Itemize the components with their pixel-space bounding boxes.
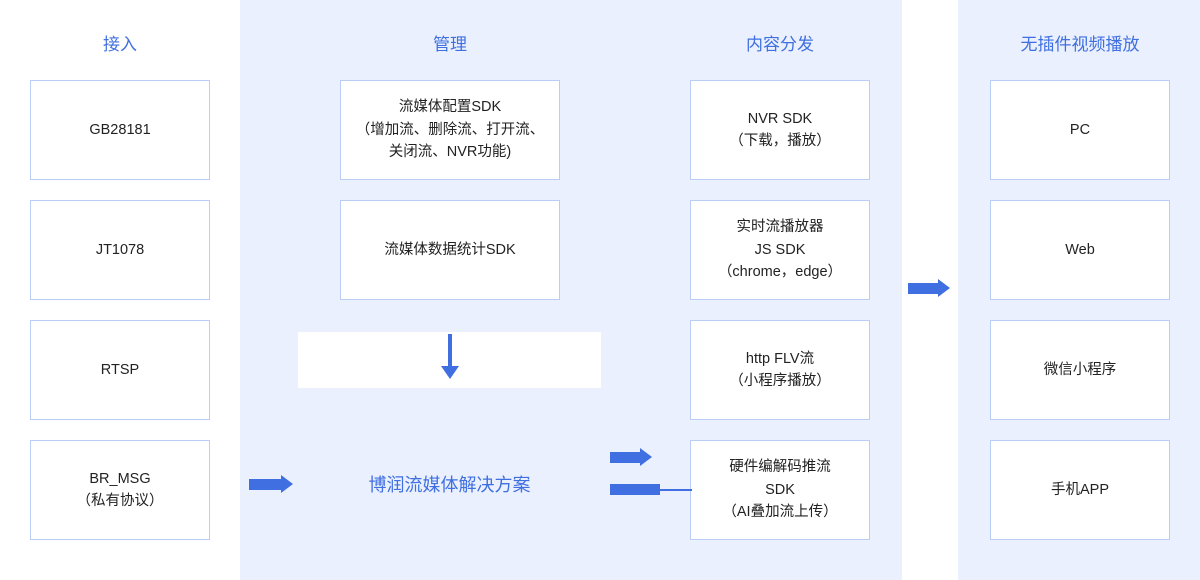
node-line: 硬件编解码推流 [729, 459, 831, 476]
node-content-http-flv[interactable]: http FLV流 （小程序播放） [690, 320, 870, 420]
solution-block[interactable]: 博润流媒体解决方案 [298, 388, 601, 580]
node-line: NVR SDK [747, 110, 813, 127]
node-play-wechat-miniprogram[interactable]: 微信小程序 [990, 320, 1170, 420]
column-title-play: 无插件视频播放 [1020, 35, 1140, 54]
node-line: PC [1069, 121, 1091, 138]
node-line: BR_MSG [89, 470, 151, 487]
node-line: （AI叠加流上传） [722, 504, 838, 521]
node-line: JS SDK [754, 241, 806, 258]
node-line: RTSP [100, 361, 140, 378]
band-access [240, 0, 298, 580]
node-line: http FLV流 [745, 350, 815, 367]
node-play-pc[interactable]: PC [990, 80, 1170, 180]
node-line: SDK [765, 481, 795, 498]
column-title-manage: 管理 [433, 35, 467, 54]
node-play-web[interactable]: Web [990, 200, 1170, 300]
node-content-js-sdk[interactable]: 实时流播放器 JS SDK （chrome，edge） [690, 200, 870, 300]
node-line: （chrome，edge） [717, 264, 843, 281]
node-content-hw-codec-sdk[interactable]: 硬件编解码推流 SDK （AI叠加流上传） [690, 440, 870, 540]
node-line: JT1078 [95, 241, 145, 258]
node-line: （增加流、删除流、打开流、 [355, 121, 545, 138]
node-line: Web [1065, 241, 1095, 258]
node-play-mobile-app[interactable]: 手机APP [990, 440, 1170, 540]
column-title-content: 内容分发 [746, 35, 814, 54]
node-line: （下载，播放） [729, 133, 831, 149]
node-access-jt1078[interactable]: JT1078 [30, 200, 210, 300]
node-access-gb28181[interactable]: GB28181 [30, 80, 210, 180]
node-line: 实时流播放器 [736, 219, 824, 236]
node-line: 流媒体配置SDK [398, 99, 502, 116]
node-access-br-msg[interactable]: BR_MSG （私有协议） [30, 440, 210, 540]
node-line: （小程序播放） [729, 373, 831, 389]
node-access-rtsp[interactable]: RTSP [30, 320, 210, 420]
node-line: 手机APP [1050, 481, 1109, 498]
node-line: 流媒体数据统计SDK [384, 241, 516, 258]
node-line: （私有协议） [76, 493, 164, 509]
node-manage-config-sdk[interactable]: 流媒体配置SDK （增加流、删除流、打开流、 关闭流、NVR功能) [340, 80, 560, 180]
solution-title: 博润流媒体解决方案 [368, 475, 531, 495]
node-line: 微信小程序 [1043, 361, 1117, 378]
node-line: GB28181 [89, 121, 151, 138]
column-title-access: 接入 [103, 35, 137, 54]
node-manage-stats-sdk[interactable]: 流媒体数据统计SDK [340, 200, 560, 300]
band-gap [601, 0, 657, 580]
node-line: 关闭流、NVR功能) [388, 144, 512, 161]
node-content-nvr-sdk[interactable]: NVR SDK （下载，播放） [690, 80, 870, 180]
